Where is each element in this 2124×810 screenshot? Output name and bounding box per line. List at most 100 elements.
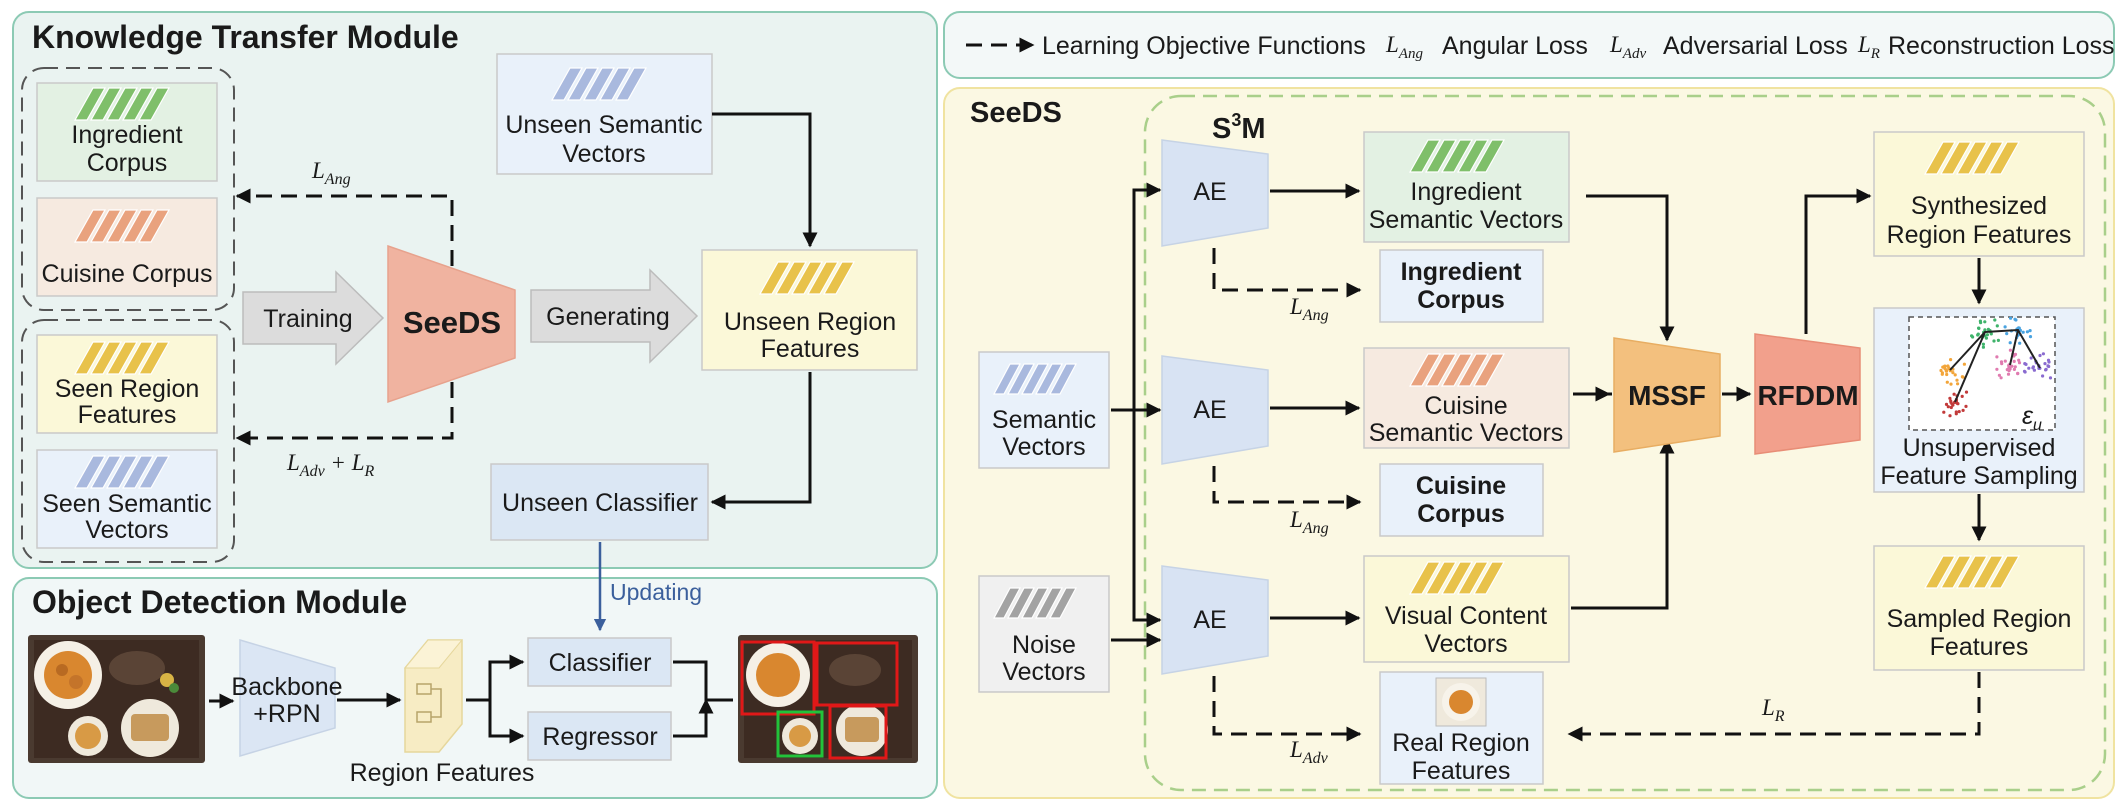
vector-stripe <box>806 261 840 295</box>
ae-label-3: AE <box>1193 606 1226 634</box>
cluster-point <box>2021 330 2025 334</box>
mssf-block <box>1613 337 1721 453</box>
cluster-point <box>1978 319 1982 323</box>
cluster-point <box>1945 380 1949 384</box>
vector-stripe <box>993 587 1021 619</box>
legend-r-symbol: LR <box>1857 32 1880 62</box>
unseen-classifier-label: Unseen Classifier <box>502 489 698 517</box>
vector-stripe <box>993 363 1021 395</box>
semantic-to-ae3-arrow <box>1132 410 1162 628</box>
vector-stripe <box>121 455 155 489</box>
cluster-point <box>1976 332 1980 336</box>
regressor-label: Regressor <box>542 723 657 751</box>
vector-stripe <box>89 87 123 121</box>
cluster-point <box>1940 372 1944 376</box>
vector-stripe <box>1007 363 1035 395</box>
cuisine-stripes-icon <box>73 209 171 243</box>
s3m-title: S3M <box>1212 110 1266 145</box>
ingredient-sem-line2: Semantic Vectors <box>1369 206 1564 234</box>
synth-line2: Region Features <box>1887 221 2072 249</box>
s3m-region <box>1143 94 2107 792</box>
vector-stripe <box>582 67 616 101</box>
real-region-line2: Features <box>1412 757 1511 785</box>
visual-content-stripes-icon <box>1408 561 1506 595</box>
cluster-point <box>2003 325 2007 329</box>
cluster-point <box>2009 316 2013 320</box>
reconstruction-loss-arrow <box>1567 672 1981 742</box>
cluster-point <box>2000 362 2004 366</box>
cluster-point <box>1942 410 1946 414</box>
ae-block-3 <box>1161 565 1269 675</box>
seeds-block <box>387 244 516 404</box>
cuisine-corpus-s3m-line2: Corpus <box>1417 500 1505 528</box>
vector-stripe <box>1035 363 1063 395</box>
input-food-image <box>28 635 205 763</box>
cluster-point <box>1949 405 1953 410</box>
output-detection-image <box>738 635 918 763</box>
ingredient-corpus-s3m-line2: Corpus <box>1417 286 1505 314</box>
training-label: Training <box>263 305 352 333</box>
cuisine-sem-line1: Cuisine <box>1424 392 1507 420</box>
cluster-point <box>1948 396 1952 400</box>
seen-region-line2: Features <box>78 401 177 429</box>
corpus-group <box>21 67 235 311</box>
semantic-stripes-icon <box>993 363 1077 395</box>
cluster-point <box>1985 333 1989 337</box>
vector-stripe <box>1408 353 1442 387</box>
vector-stripe <box>774 261 808 295</box>
vector-stripe <box>1472 353 1506 387</box>
synth-line1: Synthesized <box>1911 192 2047 220</box>
vector-stripe <box>1408 139 1442 173</box>
regressor-box <box>527 711 672 761</box>
cluster-point <box>2016 371 2020 375</box>
cluster-point <box>1939 368 1943 373</box>
unseen-region-line2: Features <box>761 335 860 363</box>
rfddm-to-synth-arrow <box>1804 188 1872 334</box>
visual-content-vectors-box <box>1363 555 1570 663</box>
generating-arrow <box>530 268 699 364</box>
vector-stripe <box>1456 139 1490 173</box>
synth-stripes-icon <box>1923 141 2021 175</box>
vector-stripe <box>598 67 632 101</box>
ae-label-2: AE <box>1193 396 1226 424</box>
legend-adv-label: Adversarial Loss <box>1663 32 1848 60</box>
vector-stripe <box>1021 587 1049 619</box>
legend-ang-symbol: LAng <box>1385 32 1423 62</box>
vector-stripe <box>121 209 155 243</box>
cluster-point <box>2003 359 2007 363</box>
cluster-point <box>2028 329 2032 333</box>
cluster-point <box>1995 324 1999 328</box>
cluster-point <box>1981 345 1985 349</box>
cluster-point <box>1962 362 1966 366</box>
cluster-point <box>2041 352 2045 356</box>
cluster-point <box>1953 373 1957 377</box>
ae-block-1 <box>1161 139 1269 247</box>
vector-stripe <box>1456 353 1490 387</box>
real-region-food-thumbnail <box>1435 677 1487 727</box>
cluster-point <box>1944 402 1949 406</box>
ae3-adv-loss-arrow <box>1212 676 1362 742</box>
unseen-semantic-stripes-icon <box>550 67 648 101</box>
ae-block-2 <box>1161 355 1269 465</box>
vector-stripe <box>1021 363 1049 395</box>
vector-stripe <box>105 87 139 121</box>
vector-stripe <box>89 209 123 243</box>
cluster-point <box>1951 403 1955 407</box>
cuisine-sem-line2: Semantic Vectors <box>1369 419 1564 447</box>
vector-stripe <box>105 209 139 243</box>
cluster-point <box>2031 366 2035 370</box>
vector-stripe <box>73 87 107 121</box>
vector-stripe <box>790 261 824 295</box>
real-region-line1: Real Region <box>1392 729 1530 757</box>
vector-stripe <box>1971 141 2005 175</box>
vector-stripe <box>1987 555 2021 589</box>
vector-stripe <box>89 455 123 489</box>
cluster-point <box>1948 414 1952 418</box>
cluster-point <box>1944 369 1948 373</box>
vector-stripe <box>1049 363 1077 395</box>
cluster-point <box>1995 367 1999 371</box>
cluster-point <box>2008 367 2012 371</box>
cuisine-sem-stripes-icon <box>1408 353 1506 387</box>
cluster-point <box>1946 364 1950 368</box>
noise-stripes-icon <box>993 587 1077 619</box>
